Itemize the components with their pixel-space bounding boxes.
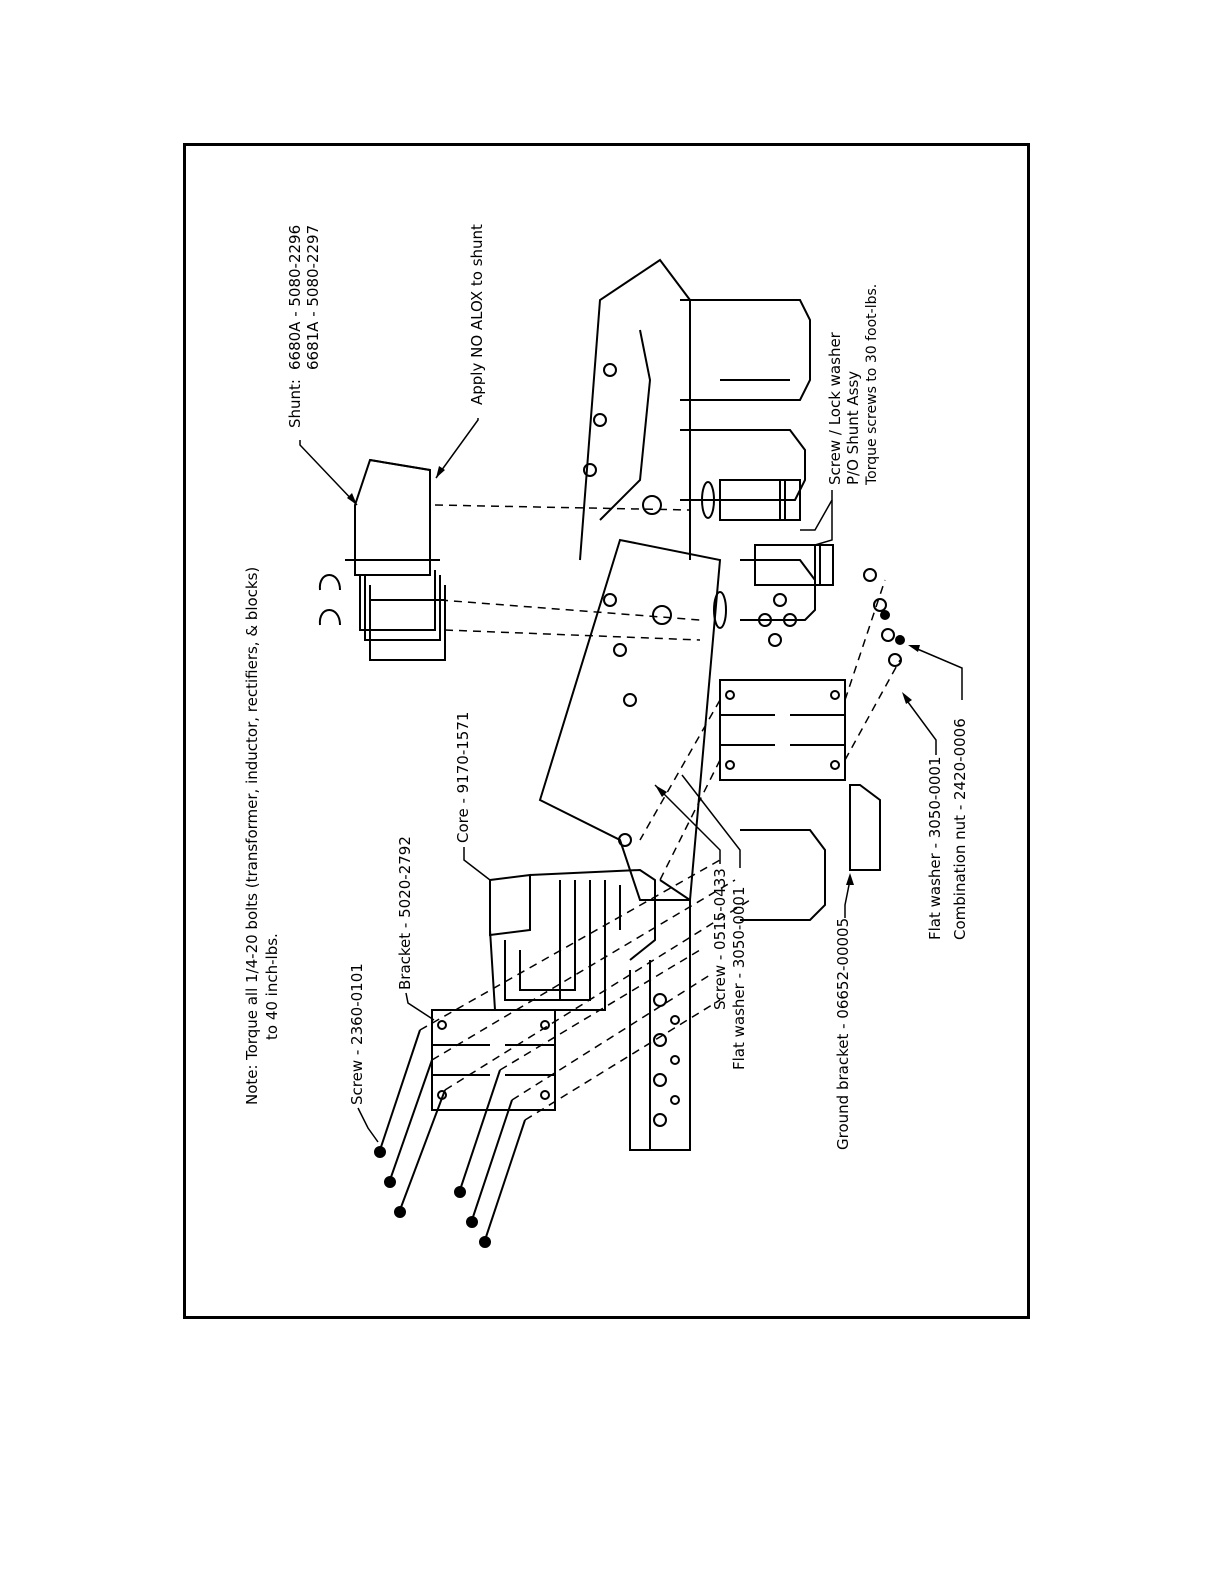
diagram-frame [183,143,1030,1319]
screw-lock-line-2: P/O Shunt Assy [844,371,862,485]
note-line-1: Torque all 1/4-20 bolts (transformer, in… [243,567,261,1061]
shunt-label: Shunt: 6680A - 5080-2296 6681A - 5080-22… [286,225,358,506]
shunt-blocks [318,458,446,661]
bracket-5020-label: Bracket - 5020-2792 [396,836,435,1021]
core-9170-label: Core - 9170-1571 [454,712,491,881]
screw-0515-text: Screw - 0515-0433 [711,868,729,1010]
note-prefix: Note: [243,1064,261,1105]
transformer-core [489,868,656,1011]
note-block: Note: Torque all 1/4-20 bolts (transform… [243,567,281,1105]
assembly-lines [419,504,901,1121]
screw-lock-line-1: Screw / Lock washer [826,331,844,485]
screw-lock-line-3: Torque screws to 30 foot-lbs. [864,284,880,486]
flat-washer-center-text: Flat washer - 3050-0001 [730,886,748,1070]
screw-0515-label: Screw - 0515-0433 [654,784,729,1010]
shunt-line-1: 6680A - 5080-2296 [286,225,304,370]
main-plate [538,258,722,901]
flat-washer-center-label: Flat washer - 3050-0001 [681,774,748,1070]
combination-nut-text: Combination nut - 2420-0006 [951,718,969,940]
apply-alox-text: Apply NO ALOX to shunt [468,224,486,405]
screw-2360-text: Screw - 2360-0101 [348,963,366,1105]
core-9170-text: Core - 9170-1571 [454,712,472,843]
note-line-2: to 40 inch-lbs. [263,933,281,1040]
cylinders [680,299,826,921]
screw-lock-washer-label: Screw / Lock washer P/O Shunt Assy Torqu… [800,284,880,546]
flat-washer-right-label: Flat washer - 3050-0001 [902,692,944,940]
assembly-linework [318,258,905,1248]
long-screws [374,1029,526,1248]
ground-bracket-text: Ground bracket - 06652-00005 [834,918,852,1150]
rail-bar [629,879,691,1151]
bottom-bracket [719,679,846,781]
apply-alox-label: Apply NO ALOX to shunt [435,224,486,479]
shunt-line-2: 6681A - 5080-2297 [304,225,322,370]
shunt-screws [701,479,834,629]
ground-bracket [849,784,881,871]
washers-nuts [758,568,905,667]
flat-washer-right-text: Flat washer - 3050-0001 [926,756,944,940]
ground-bracket-label: Ground bracket - 06652-00005 [834,873,854,1150]
screw-2360-label: Screw - 2360-0101 [348,963,379,1143]
bracket-5020-text: Bracket - 5020-2792 [396,836,414,990]
shunt-prefix: Shunt: [286,379,304,428]
combination-nut-label: Combination nut - 2420-0006 [908,645,969,940]
